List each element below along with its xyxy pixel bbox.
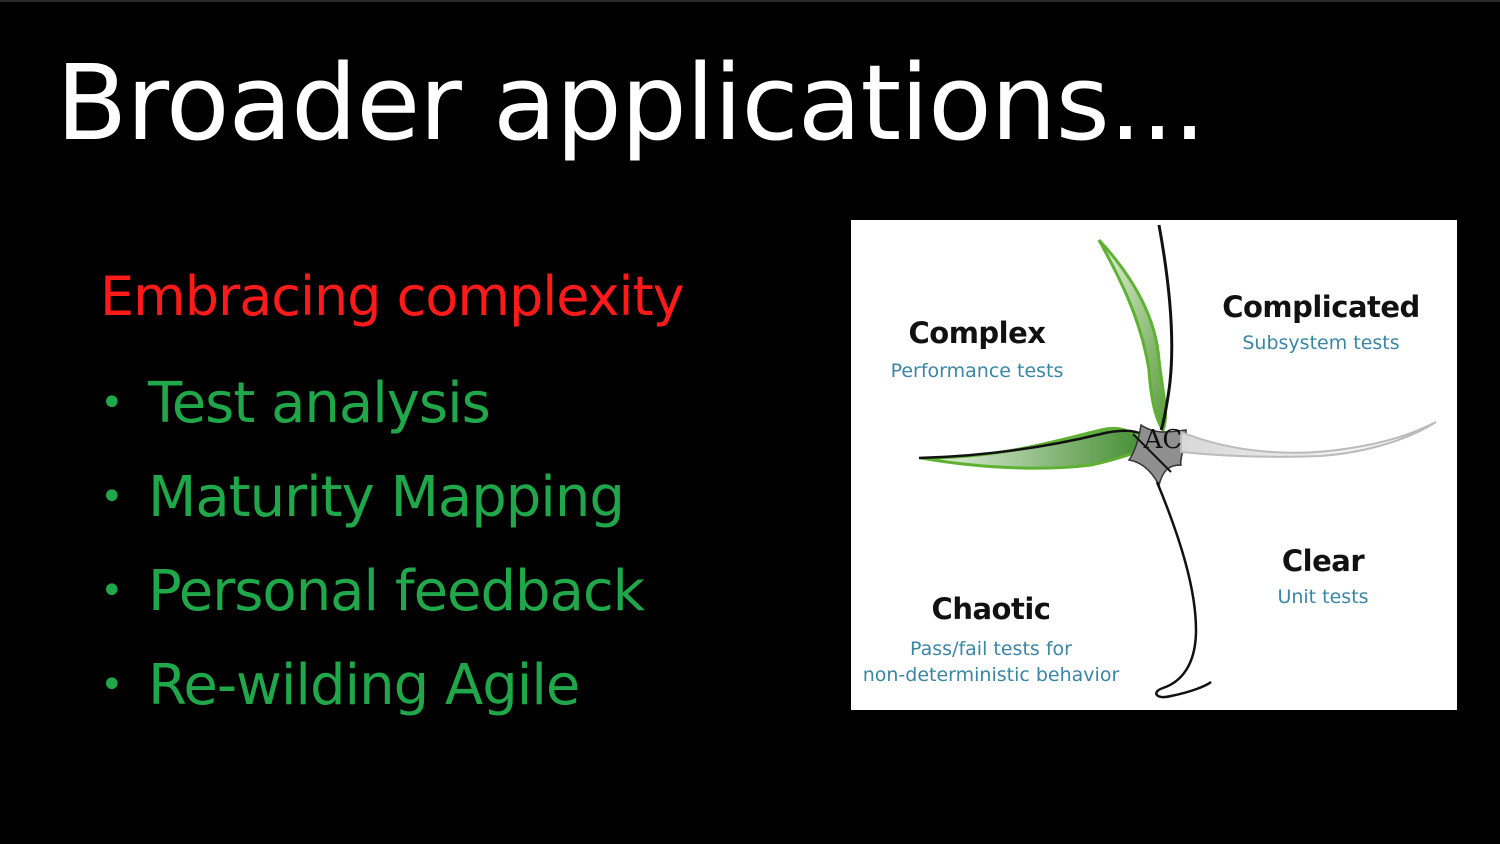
bullet-text: Maturity Mapping [148,465,625,530]
domain-chaotic: Chaotic Pass/fail tests for non-determin… [859,592,1123,688]
left-dark-edge [918,429,1153,460]
domain-clear-name: Clear [1281,544,1365,578]
bullet-item: • Personal feedback [100,544,645,638]
bottom-tail [1155,481,1212,699]
domain-chaotic-tests-line2: non-deterministic behavior [862,664,1120,686]
bullet-text: Re-wilding Agile [148,653,580,718]
bullet-dot: • [100,380,124,426]
center-mark: AC [1143,425,1183,455]
domain-chaotic-name: Chaotic [931,592,1051,626]
top-rule [0,0,1500,2]
domain-complex-name: Complex [908,316,1047,350]
bullet-item: • Re-wilding Agile [100,638,644,732]
slide-title: Broader applications... [56,42,1206,164]
center-diagonal [1132,433,1172,473]
domain-clear: Clear Unit tests [1263,544,1383,610]
bullet-item: • Maturity Mapping [100,450,644,544]
domain-complex-tests: Performance tests [890,360,1064,382]
bullet-text: Test analysis [148,371,491,436]
domain-complicated-name: Complicated [1222,290,1420,324]
bullet-dot: • [100,662,124,708]
top-shard [1097,238,1168,434]
bullet-list: • Test analysis • Maturity Mapping • Person… [100,356,645,732]
top-dark-edge [1157,224,1174,431]
slide-subtitle: Embracing complexity [100,265,685,328]
cynefin-diagram: AC Complex Performance tests Complicated… [851,220,1457,710]
bullet-item: • Test analysis [100,356,644,450]
domain-chaotic-tests-line1: Pass/fail tests for [910,638,1072,660]
right-tail [1180,421,1437,458]
domain-complicated: Complicated Subsystem tests [1221,290,1421,356]
domain-complex: Complex Performance tests [889,316,1065,384]
cynefin-curves: AC [918,224,1437,699]
domain-complicated-tests: Subsystem tests [1242,332,1400,354]
domain-clear-tests: Unit tests [1277,586,1369,608]
bullet-text: Personal feedback [148,559,645,624]
bullet-dot: • [100,474,124,520]
bullet-dot: • [100,568,124,614]
